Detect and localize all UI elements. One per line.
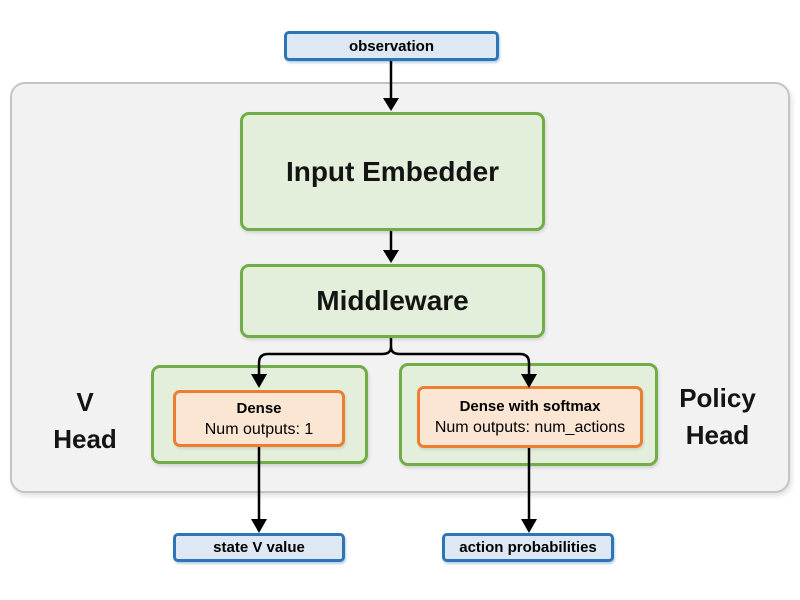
policy-head-label-line1: Policy [679,383,756,413]
policy-head-label: Policy Head [659,380,776,454]
observation-node: observation [284,31,499,61]
dense-softmax-layer-subtitle: Num outputs: num_actions [434,419,626,436]
dense-layer-node: Dense Num outputs: 1 [173,390,345,447]
input-embedder-node: Input Embedder [240,112,545,231]
dense-softmax-layer-node: Dense with softmax Num outputs: num_acti… [417,386,643,448]
action-probabilities-node: action probabilities [442,533,614,562]
policy-head-label-line2: Head [685,420,750,450]
v-head-label-line2: Head [53,424,117,454]
middleware-node: Middleware [240,264,545,338]
dense-layer-subtitle: Num outputs: 1 [204,420,314,438]
state-v-value-node: state V value [173,533,345,562]
dense-softmax-layer-title: Dense with softmax [459,398,601,415]
v-head-label: V Head [30,384,140,458]
dense-layer-title: Dense [236,399,282,417]
v-head-label-line1: V [76,387,94,417]
